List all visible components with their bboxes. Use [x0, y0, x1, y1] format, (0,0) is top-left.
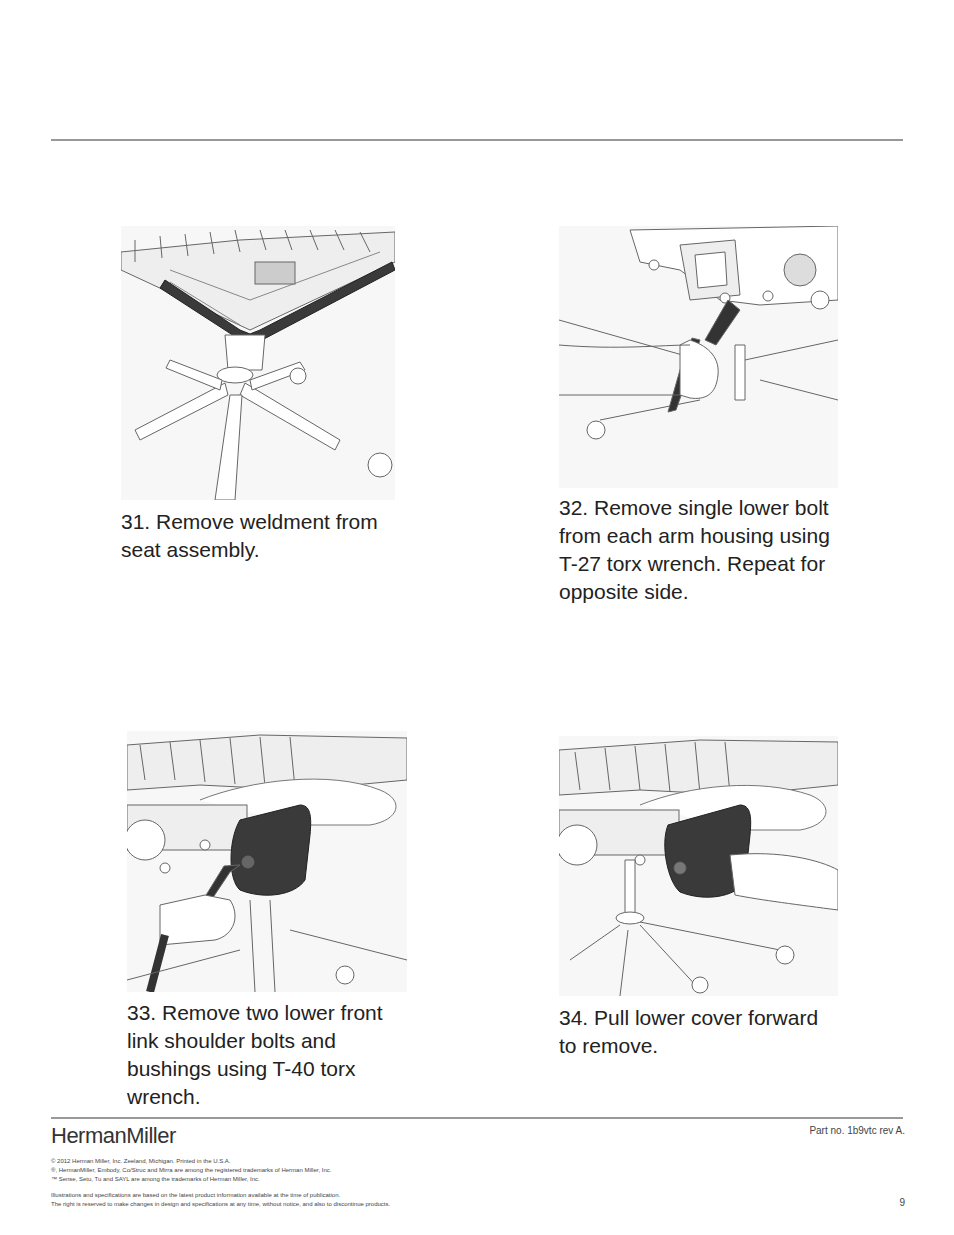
lower-cover-illustration [559, 736, 838, 996]
step-caption: 33. Remove two lower front link shoulder… [127, 999, 403, 1111]
page-number: 9 [880, 1196, 905, 1209]
step-caption: 32. Remove single lower bolt from each a… [559, 494, 835, 606]
front-link-illustration [127, 731, 407, 992]
top-rule [51, 140, 903, 141]
footer-note: ®, HermanMiller, Embody, Co/Struc and Mi… [51, 1166, 551, 1174]
footer-note: ™ Sense, Setu, Tu and SAYL are among the… [51, 1175, 551, 1183]
weldment-illustration [121, 226, 395, 500]
part-number: Part no. 1b9vtc rev A. [700, 1124, 905, 1137]
footer-rule [51, 1118, 903, 1119]
step-caption: 34. Pull lower cover forward to remove. [559, 1004, 835, 1060]
footer-note: © 2012 Herman Miller, Inc. Zeeland, Mich… [51, 1157, 551, 1165]
footer-note: The right is reserved to make changes in… [51, 1200, 551, 1208]
brand-logo: HermanMiller [51, 1122, 251, 1150]
arm-housing-illustration [559, 226, 838, 488]
step-caption: 31. Remove weldment from seat assembly. [121, 508, 401, 564]
footer-note: Illustrations and specifications are bas… [51, 1191, 551, 1199]
